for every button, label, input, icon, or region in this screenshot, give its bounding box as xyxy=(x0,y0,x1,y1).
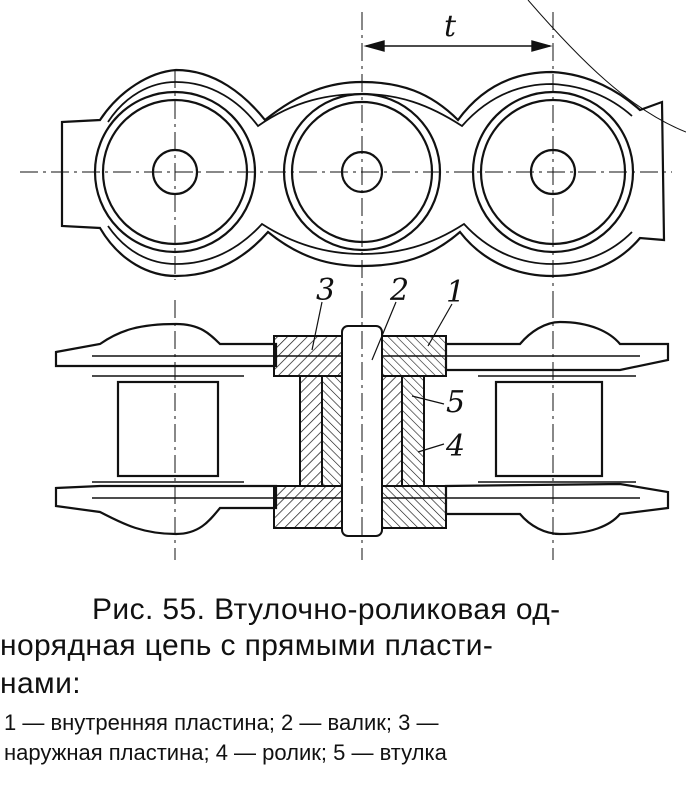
roller-right xyxy=(494,380,604,478)
outer-plate-3-bottom xyxy=(273,485,345,529)
figure-caption: Рис. 55. Втулочно-роликовая од- норядная… xyxy=(0,592,682,664)
pitch-dimension xyxy=(363,40,553,52)
part-label-3: 3 xyxy=(316,273,335,308)
outer-plate-outline xyxy=(60,68,666,278)
outer-plate-3-top xyxy=(273,335,345,377)
part-label-4: 4 xyxy=(445,429,465,464)
leader-lines xyxy=(311,301,453,453)
outer-plate-bottom-left xyxy=(54,484,278,536)
bush-5-left xyxy=(321,375,343,487)
chain-top-view xyxy=(60,68,666,278)
part-label-5: 5 xyxy=(446,385,465,420)
inner-plate-1-top xyxy=(379,335,447,377)
part-label-2: 2 xyxy=(389,273,409,308)
chain-drawing: t xyxy=(20,0,686,560)
roller-left xyxy=(116,380,220,478)
roller-4-left xyxy=(299,375,323,487)
outer-plate-bottom-right xyxy=(444,482,670,536)
pitch-label: t xyxy=(444,9,457,44)
roller-4-right xyxy=(401,375,425,487)
center-lines-bottom xyxy=(174,300,554,560)
caption-line-1: Рис. 55. Втулочно-роликовая од- xyxy=(92,593,561,626)
legend-line-2: наружная пластина; 4 — ролик; 5 — втулка xyxy=(4,740,447,765)
center-lines-top xyxy=(20,12,672,330)
page-corner-mark xyxy=(527,0,686,133)
bush-5-right xyxy=(381,375,403,487)
outer-plate-top-right xyxy=(444,320,670,372)
caption-line-2: норядная цепь с прямыми пласти- xyxy=(0,629,494,662)
figure-legend: 1 — внутренняя пластина; 2 — валик; 3 — … xyxy=(4,708,676,768)
part-label-1: 1 xyxy=(446,275,465,310)
outer-plate-top-left xyxy=(54,322,278,368)
legend-line-1: 1 — внутренняя пластина; 2 — валик; 3 — xyxy=(4,710,439,735)
inner-plate-1-bottom xyxy=(379,485,447,529)
caption-line-3-wrap: нами: xyxy=(0,666,686,702)
caption-line-3: нами: xyxy=(0,667,81,700)
center-section xyxy=(273,325,447,537)
